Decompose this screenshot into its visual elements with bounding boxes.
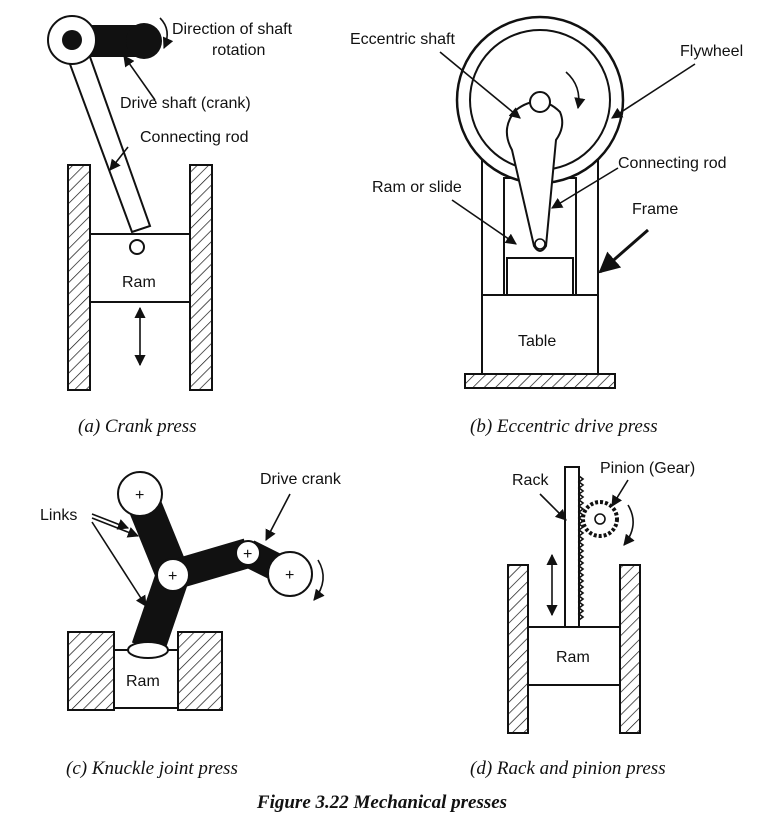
rod-bottom-pin [534,238,546,250]
knuckle-ram-label: Ram [126,673,160,690]
rack-wall-right [619,564,641,734]
press-base [464,373,616,389]
rack-bar [564,466,580,628]
caption-d: (d) Rack and pinion press [470,758,666,779]
table-label: Table [518,333,556,350]
figure-title: Figure 3.22 Mechanical presses [256,792,507,813]
connecting-rod-leader [109,146,129,171]
rotation-label: rotation [212,42,265,59]
panel-eccentric-drive-press: Table Eccentric shaft Flywheel Connectin… [350,15,743,437]
links-leader-3 [91,521,147,607]
rack-wall-left [507,564,529,734]
connecting-rod-leader-b [551,167,619,209]
eccentric-shaft-label: Eccentric shaft [350,31,455,48]
links-label: Links [40,507,77,524]
flywheel-label: Flywheel [680,43,743,60]
ram-or-slide-leader [451,199,517,245]
rack-ram-label: Ram [556,649,590,666]
eccentric-shaft-leader [439,51,521,119]
pinion-label: Pinion (Gear) [600,460,695,477]
panel-crank-press: Ram Direction of shaft rotation Drive sh… [47,15,293,437]
pinion-leader [611,479,629,507]
drive-shaft-label: Drive shaft (crank) [120,95,251,112]
ram-pin [127,641,169,659]
panel-knuckle-joint-press: Ram + + + + Links Drive crank (c) Knuckl… [40,471,342,779]
panel-rack-and-pinion-press: Ram Rack Pinion (Gear) (d) Rack and pini… [470,460,695,779]
rack-label: Rack [512,472,549,489]
caption-c: (c) Knuckle joint press [66,758,238,779]
drive-shaft-leader [123,55,156,101]
ram-slide-block [506,257,574,296]
crank-pin-joint [235,540,261,566]
rotation-arrow [159,17,174,50]
flywheel-leader [611,63,696,119]
flywheel-rotation-arrow [565,71,586,110]
crank-rotation-arrow [313,559,325,601]
drive-crank-leader [265,493,291,541]
rack-ram [527,626,621,686]
frame-wall-right [189,164,213,391]
eccentric-connecting-rod [505,100,564,252]
links-leader-2 [91,517,140,538]
wrist-pin [129,239,145,255]
knuckle-joint [156,558,190,592]
connecting-rod-label: Connecting rod [140,129,249,146]
knuckle-wall-left [67,631,115,711]
direction-label: Direction of shaft [172,21,293,38]
caption-a: (a) Crank press [78,416,197,437]
ram-or-slide-label: Ram or slide [372,179,462,196]
crank-pin [62,30,82,50]
top-pivot [117,471,163,517]
connecting-rod-label-b: Connecting rod [618,155,727,172]
crank-pin-mark: + [243,546,252,563]
crank-center [267,551,313,597]
pinion-rotation-arrow [623,504,635,546]
ram-label: Ram [122,274,156,291]
pinion-hub [594,513,606,525]
drive-crank-label: Drive crank [260,471,342,488]
knuckle-wall-right [177,631,223,711]
drive-shaft-hub [126,23,162,59]
frame-leader [598,228,649,274]
frame-label: Frame [632,201,678,218]
rack-leader [539,493,567,521]
eccentric-shaft-pin [529,91,551,113]
links-leader-1 [91,513,130,530]
top-pivot-mark: + [135,487,144,504]
rack-teeth [577,475,585,621]
caption-b: (b) Eccentric drive press [470,416,658,437]
knuckle-ram [113,649,179,709]
knuckle-joint-mark: + [168,568,177,585]
crank-center-mark: + [285,567,294,584]
frame-wall-left [67,164,91,391]
